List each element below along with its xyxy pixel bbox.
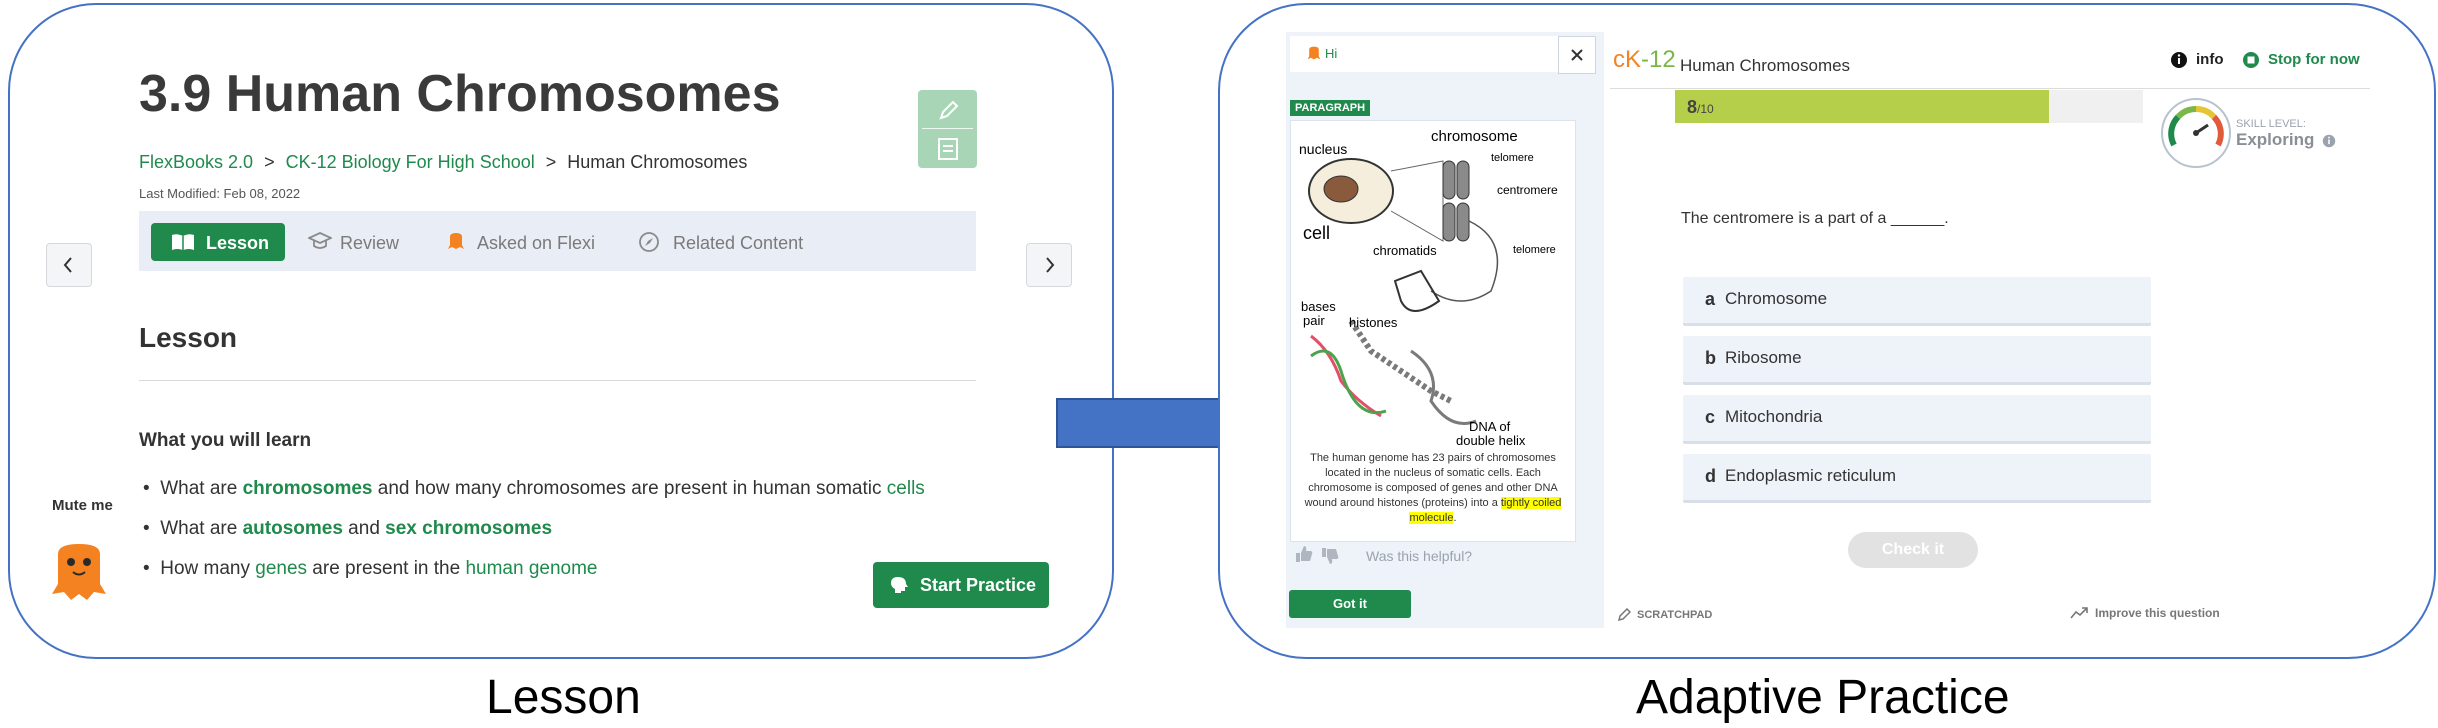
helpful-text: Was this helpful? xyxy=(1366,548,1473,564)
figure-caption: The human genome has 23 pairs of chromos… xyxy=(1304,452,1562,524)
caption-adaptive-practice: Adaptive Practice xyxy=(1636,671,2010,724)
diagram-label-cell: cell xyxy=(1303,223,1331,243)
ck12-logo: cK-12 xyxy=(1613,46,1676,73)
close-icon xyxy=(1571,49,1583,61)
gauge-icon xyxy=(2161,98,2231,168)
edit-button[interactable] xyxy=(918,90,977,168)
start-practice-button[interactable]: Start Practice xyxy=(873,562,1049,608)
diagram-label-pair: pair xyxy=(1303,313,1325,328)
link-autosomes[interactable]: autosomes xyxy=(242,518,343,539)
flexi-mascot[interactable] xyxy=(50,540,108,602)
prev-button[interactable] xyxy=(46,243,92,287)
book-icon xyxy=(172,234,194,250)
flexi-icon xyxy=(448,233,464,249)
got-it-button[interactable]: Got it xyxy=(1289,590,1411,618)
diagram-label-chromatids: chromatids xyxy=(1373,243,1437,258)
chevron-left-icon xyxy=(63,257,72,273)
learn-heading: What you will learn xyxy=(139,430,312,451)
brain-icon xyxy=(891,577,908,593)
notes-icon xyxy=(938,138,958,160)
link-sex-chromosomes[interactable]: sex chromosomes xyxy=(385,518,553,539)
flexi-header: Hi xyxy=(1290,36,1596,74)
question-text: The centromere is a part of a ______. xyxy=(1681,210,1949,227)
trend-icon xyxy=(2070,607,2088,619)
section-heading: Lesson xyxy=(139,322,238,353)
link-cells[interactable]: cells xyxy=(886,478,925,499)
pencil-icon xyxy=(939,100,959,120)
skill-level-value: Exploring xyxy=(2236,130,2336,150)
breadcrumb-separator: > xyxy=(545,152,557,172)
caption-lesson: Lesson xyxy=(486,671,641,724)
progress-track: 8/10 xyxy=(1675,90,2143,123)
figure-card: nucleus chromosome telomere centromere c… xyxy=(1290,120,1576,542)
progress-text: 8/10 xyxy=(1687,97,1714,117)
compass-icon xyxy=(639,232,659,252)
diagram-label-nucleus: nucleus xyxy=(1299,141,1348,157)
paragraph-badge: PARAGRAPH xyxy=(1290,100,1371,116)
link-genes[interactable]: genes xyxy=(255,558,308,579)
diagram-label-histones: histones xyxy=(1349,315,1398,330)
thumbs-down-icon[interactable] xyxy=(1320,546,1340,566)
flexi-icon xyxy=(1307,46,1321,60)
last-modified: Last Modified: Feb 08, 2022 xyxy=(139,186,301,201)
check-it-button[interactable]: Check it xyxy=(1848,532,1978,568)
scratchpad-icon xyxy=(1617,608,1631,622)
list-item: • What are chromosomes and how many chro… xyxy=(143,478,925,499)
link-human-genome[interactable]: human genome xyxy=(465,558,598,579)
tab-lesson[interactable]: Lesson xyxy=(151,223,285,261)
breadcrumb-separator: > xyxy=(264,152,275,172)
diagram-label-telomere: telomere xyxy=(1491,152,1534,164)
skill-level-label: SKILL LEVEL: xyxy=(2236,118,2306,130)
diagram-label-dna: double helix xyxy=(1456,433,1526,448)
page-title: 3.9 Human Chromosomes xyxy=(139,65,781,123)
breadcrumb-current: Human Chromosomes xyxy=(567,152,748,172)
stop-icon xyxy=(2243,52,2259,68)
diagram-label-dna: DNA of xyxy=(1469,419,1511,434)
breadcrumb-link-flexbooks[interactable]: FlexBooks 2.0 xyxy=(139,152,254,172)
diagram-label-chromosome: chromosome xyxy=(1431,128,1518,145)
header-divider xyxy=(1610,88,2370,89)
mute-label: Mute me xyxy=(52,497,113,514)
flexi-tab-label[interactable]: Hi xyxy=(1325,46,1338,61)
list-item: • How many genes are present in the huma… xyxy=(143,558,598,579)
divider xyxy=(139,380,976,381)
close-button[interactable] xyxy=(1558,36,1596,74)
info-icon xyxy=(2171,52,2187,68)
chevron-right-icon xyxy=(1046,257,1055,273)
link-chromosomes[interactable]: chromosomes xyxy=(242,478,373,499)
info-icon[interactable] xyxy=(2322,134,2336,148)
diagram-label-telomere: telomere xyxy=(1513,244,1556,256)
thumbs-up-icon[interactable] xyxy=(1294,544,1314,564)
breadcrumb: FlexBooks 2.0 > CK-12 Biology For High S… xyxy=(139,152,747,173)
next-button[interactable] xyxy=(1026,243,1072,287)
diagram-label-bases: bases xyxy=(1301,299,1336,314)
breadcrumb-link-biology[interactable]: CK-12 Biology For High School xyxy=(285,152,535,172)
topic-title: Human Chromosomes xyxy=(1680,56,1851,75)
chromosome-diagram xyxy=(1308,158,1499,425)
graduation-cap-icon xyxy=(308,232,332,249)
progress-fill xyxy=(1675,90,2050,123)
diagram-label-centromere: centromere xyxy=(1497,183,1558,197)
list-item: • What are autosomes and sex chromosomes xyxy=(143,518,553,539)
